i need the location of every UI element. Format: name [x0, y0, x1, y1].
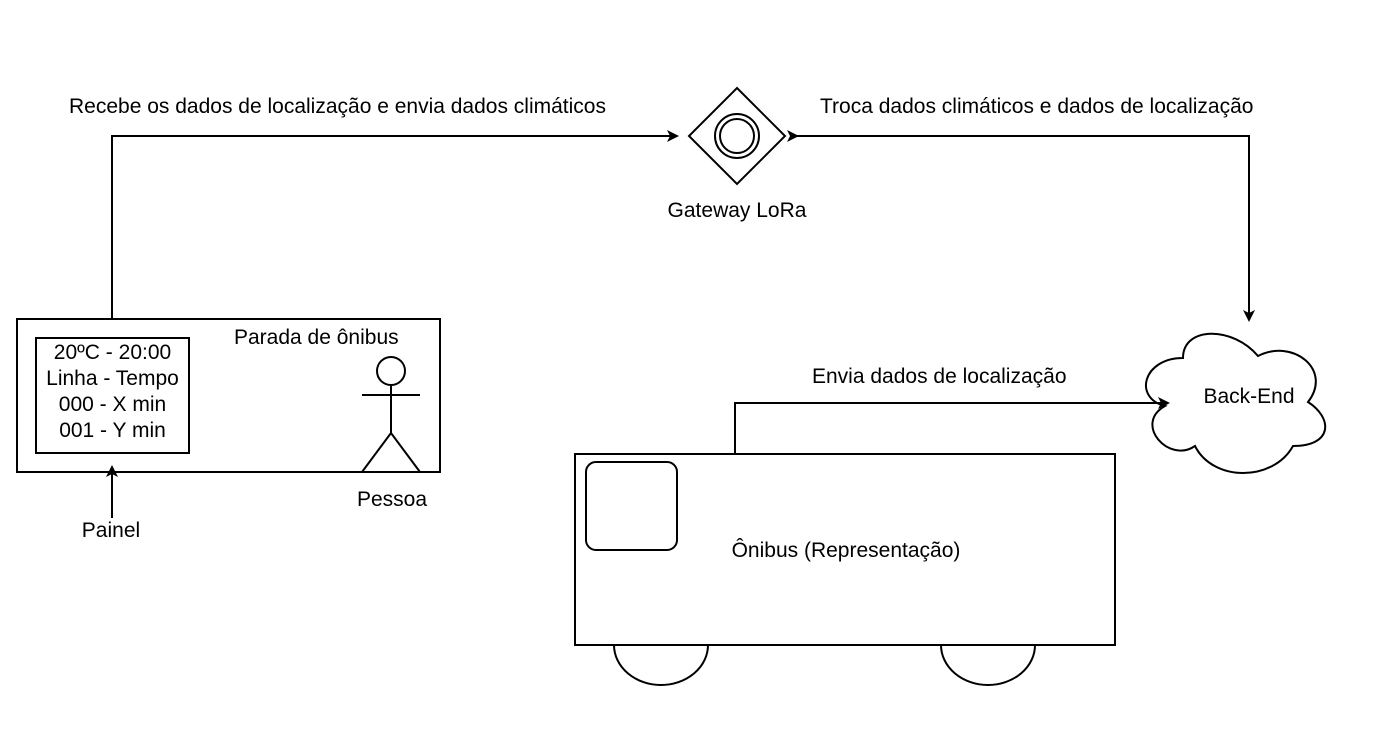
panel-line-temperature-time: 20ºC - 20:00 [53, 341, 172, 364]
panel-line-route-001: 001 - Y min [59, 419, 166, 442]
backend-label: Back-End [1203, 385, 1295, 408]
panel-display: 20ºC - 20:00 Linha - Tempo 000 - X min 0… [36, 340, 189, 444]
person-label: Pessoa [356, 488, 428, 511]
panel-box [35, 337, 190, 454]
panel-label: Painel [81, 519, 141, 542]
gateway-label: Gateway LoRa [667, 199, 807, 222]
bus-wheels [613, 644, 1036, 686]
gateway-diamond-icon [687, 86, 787, 186]
panel-line-route-000: 000 - X min [58, 393, 167, 416]
bus-stop-label: Parada de ônibus [234, 326, 399, 349]
edge-label-bus-backend: Envia dados de localização [812, 365, 1067, 388]
edge-label-gateway-panel: Recebe os dados de localização e envia d… [69, 95, 606, 118]
person-icon [361, 356, 421, 473]
bus-window-icon [585, 461, 678, 551]
panel-line-header: Linha - Tempo [46, 367, 179, 390]
bus-label: Ônibus (Representação) [731, 539, 961, 562]
edge-gateway-backend [787, 130, 1255, 322]
edge-label-gateway-backend: Troca dados climáticos e dados de locali… [820, 95, 1254, 118]
edge-bus-backend [734, 397, 1170, 453]
edge-gateway-panel [106, 130, 679, 332]
